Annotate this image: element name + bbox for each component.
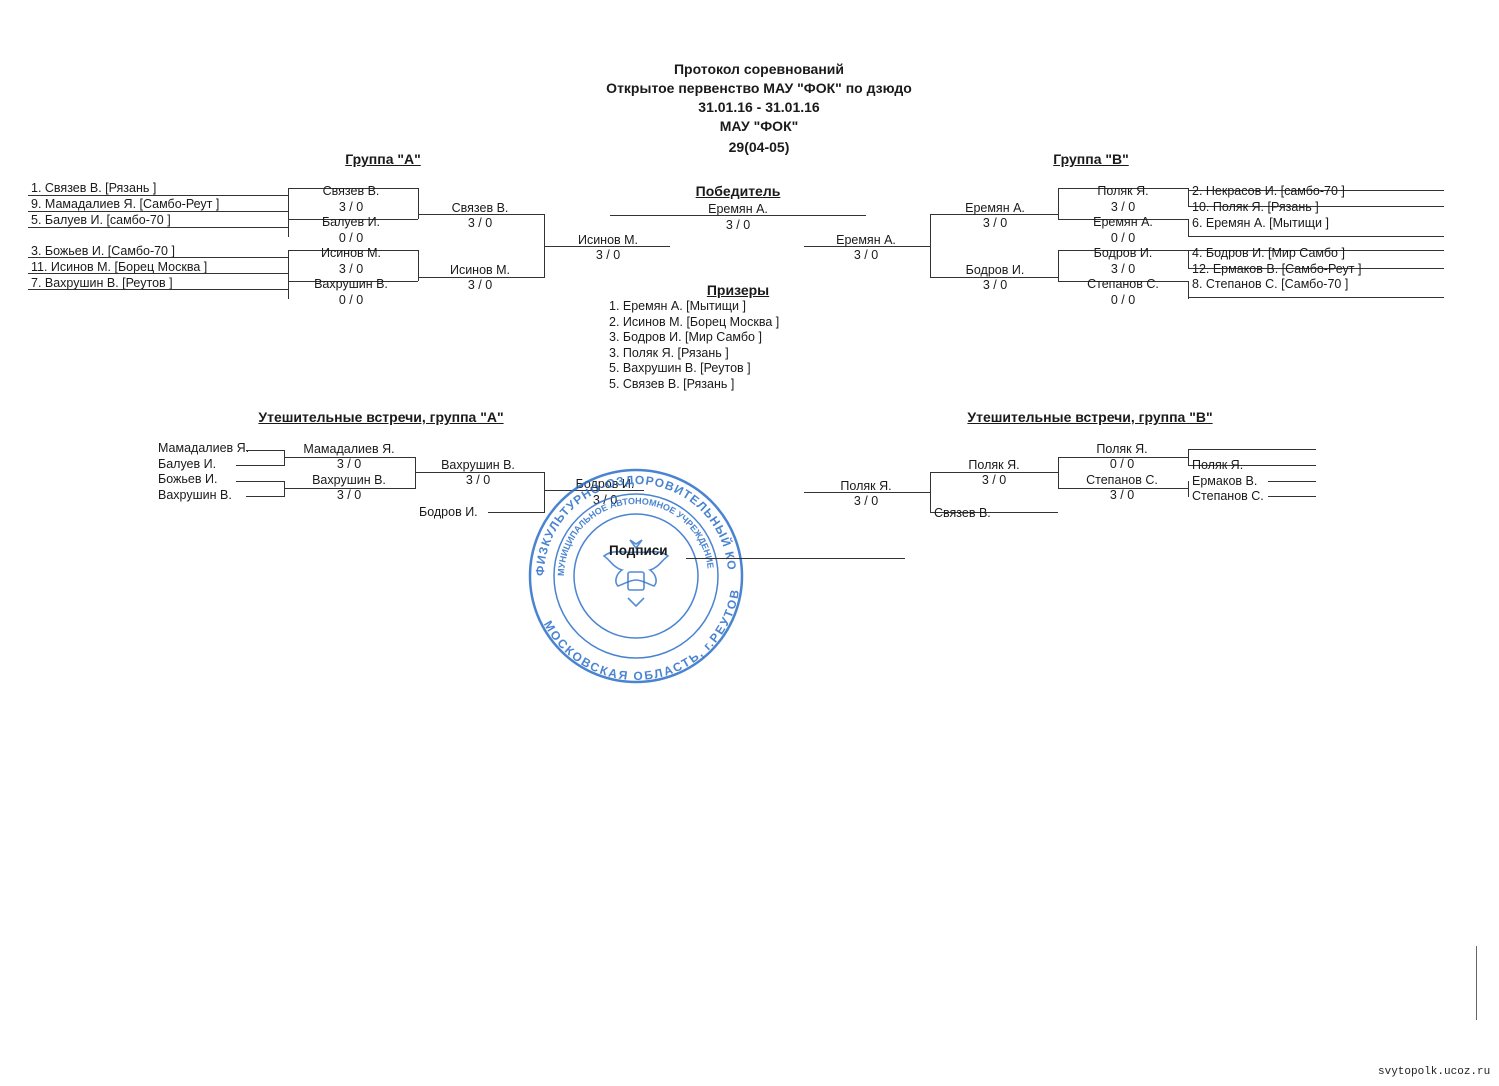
group-b-final-score: 3 / 0 [853, 248, 879, 262]
repechage-b-r1-score: 3 / 0 [1109, 488, 1135, 502]
group-a-final-score: 3 / 0 [595, 248, 621, 262]
repechage-b-entrant: Поляк Я. [1192, 458, 1244, 472]
watermark: svytopolk.ucoz.ru [1378, 1066, 1491, 1078]
group-b-r1-score: 3 / 0 [1110, 200, 1136, 214]
repechage-b-entrant: Степанов С. [1192, 489, 1264, 503]
group-a-title: Группа "А" [345, 151, 421, 167]
scan-edge [1476, 946, 1477, 1020]
group-b-r2-winner: Еремян А. [965, 201, 1025, 215]
prize-item: 5. Вахрушин В. [Реутов ] [609, 361, 751, 375]
repechage-b-r1-winner: Степанов С. [1086, 473, 1158, 487]
repechage-b-title: Утешительные встречи, группа "В" [967, 409, 1213, 425]
repechage-a-title: Утешительные встречи, группа "А" [258, 409, 504, 425]
stamp-middle-text: МУНИЦИПАЛЬНОЕ АВТОНОМНОЕ УЧРЕЖДЕНИЕ [556, 496, 716, 576]
svg-text:МУНИЦИПАЛЬНОЕ АВТОНОМНОЕ УЧРЕЖ: МУНИЦИПАЛЬНОЕ АВТОНОМНОЕ УЧРЕЖДЕНИЕ [556, 496, 716, 576]
repechage-a-entrant: Балуев И. [158, 457, 217, 471]
repechage-b-bye: Связев В. [934, 506, 991, 520]
repechage-a-entrant: Мамадалиев Я. [158, 441, 250, 455]
repechage-a-r1-winner: Мамадалиев Я. [303, 442, 395, 456]
repechage-b-top-name: Поляк Я. [1096, 442, 1148, 456]
group-a-r1-winner: Балуев И. [321, 215, 381, 229]
prize-item: 3. Бодров И. [Мир Самбо ] [609, 330, 762, 344]
prize-item: 3. Поляк Я. [Рязань ] [609, 346, 729, 360]
group-a-entrant: 3. Божьев И. [Самбо-70 ] [31, 244, 175, 258]
group-b-r2-winner: Бодров И. [965, 263, 1025, 277]
group-a-r2-winner: Связев В. [451, 201, 509, 215]
repechage-a-r1-score: 3 / 0 [336, 488, 362, 502]
repechage-b-final-winner: Поляк Я. [840, 479, 892, 493]
group-a-r2-winner: Исинов М. [449, 263, 511, 277]
repechage-b-r2-score: 3 / 0 [981, 473, 1007, 487]
stamp-bottom-text: МОСКОВСКАЯ ОБЛАСТЬ, г.РЕУТОВ [541, 588, 741, 683]
repechage-a-r2-winner: Вахрушин В. [441, 458, 515, 472]
winner-name: Еремян А. [708, 202, 768, 216]
group-b-entrant: 12. Ермаков В. [Самбо-Реут ] [1192, 262, 1362, 276]
prize-item: 1. Еремян А. [Мытищи ] [609, 299, 746, 313]
group-a-r2-score: 3 / 0 [467, 216, 493, 230]
organizer: МАУ "ФОК" [719, 118, 799, 134]
competition-name: Открытое первенство МАУ "ФОК" по дзюдо [606, 80, 912, 96]
group-a-final-winner: Исинов М. [577, 233, 639, 247]
group-b-final-winner: Еремян А. [836, 233, 896, 247]
repechage-b-final-score: 3 / 0 [853, 494, 879, 508]
group-b-entrant: 2. Некрасов И. [самбо-70 ] [1192, 184, 1345, 198]
group-b-entrant: 10. Поляк Я. [Рязань ] [1192, 200, 1319, 214]
signatures-label: Подписи [609, 543, 668, 558]
winner-title: Победитель [695, 183, 781, 199]
group-a-r1-winner: Исинов М. [320, 246, 382, 260]
weight-category: 29(04-05) [728, 139, 790, 155]
group-b-r1-score: 0 / 0 [1110, 231, 1136, 245]
group-a-r1-score: 3 / 0 [338, 262, 364, 276]
repechage-b-top-score: 0 / 0 [1109, 457, 1135, 471]
repechage-a-r1-score: 3 / 0 [336, 457, 362, 471]
prize-item: 5. Связев В. [Рязань ] [609, 377, 735, 391]
svg-text:МОСКОВСКАЯ ОБЛАСТЬ, г.РЕУТОВ: МОСКОВСКАЯ ОБЛАСТЬ, г.РЕУТОВ [541, 588, 742, 683]
group-a-entrant: 11. Исинов М. [Борец Москва ] [31, 260, 208, 274]
repechage-b-r2-winner: Поляк Я. [968, 458, 1020, 472]
group-a-r1-winner: Связев В. [322, 184, 380, 198]
group-a-r2-score: 3 / 0 [467, 278, 493, 292]
repechage-a-r1-winner: Вахрушин В. [312, 473, 386, 487]
group-b-r1-winner: Поляк Я. [1097, 184, 1149, 198]
group-a-r1-score: 0 / 0 [338, 231, 364, 245]
group-b-r2-score: 3 / 0 [982, 216, 1008, 230]
repechage-b-entrant: Ермаков В. [1192, 474, 1258, 488]
group-b-entrant: 6. Еремян А. [Мытищи ] [1192, 216, 1329, 230]
repechage-a-entrant: Божьев И. [158, 472, 218, 486]
group-b-r1-score: 0 / 0 [1110, 293, 1136, 307]
group-b-r1-winner: Степанов С. [1087, 277, 1159, 291]
group-b-r2-score: 3 / 0 [982, 278, 1008, 292]
group-b-r1-winner: Еремян А. [1093, 215, 1153, 229]
eagle-emblem-icon [602, 539, 670, 608]
official-stamp: ФИЗКУЛЬТУРНО-ОЗДОРОВИТЕЛЬНЫЙ КОМПЛЕКС МУ… [528, 468, 744, 684]
group-b-r1-winner: Бодров И. [1093, 246, 1153, 260]
group-b-r1-score: 3 / 0 [1110, 262, 1136, 276]
prizes-title: Призеры [706, 282, 770, 298]
winner-score: 3 / 0 [725, 218, 751, 232]
signature-line [686, 558, 905, 559]
prize-item: 2. Исинов М. [Борец Москва ] [609, 315, 780, 329]
group-a-r1-winner: Вахрушин В. [314, 277, 388, 291]
protocol-title: Протокол соревнований [673, 61, 845, 77]
repechage-a-bye: Бодров И. [419, 505, 478, 519]
group-a-entrant: 1. Связев В. [Рязань ] [31, 181, 157, 195]
group-b-entrant: 8. Степанов С. [Самбо-70 ] [1192, 277, 1349, 291]
group-a-r1-score: 0 / 0 [338, 293, 364, 307]
repechage-a-entrant: Вахрушин В. [158, 488, 232, 502]
group-b-title: Группа "В" [1053, 151, 1129, 167]
group-b-entrant: 4. Бодров И. [Мир Самбо ] [1192, 246, 1345, 260]
repechage-a-r2-score: 3 / 0 [465, 473, 491, 487]
group-a-r1-score: 3 / 0 [338, 200, 364, 214]
group-a-entrant: 9. Мамадалиев Я. [Самбо-Реут ] [31, 197, 220, 211]
group-a-entrant: 7. Вахрушин В. [Реутов ] [31, 276, 173, 290]
competition-dates: 31.01.16 - 31.01.16 [698, 99, 820, 115]
group-a-entrant: 5. Балуев И. [самбо-70 ] [31, 213, 171, 227]
